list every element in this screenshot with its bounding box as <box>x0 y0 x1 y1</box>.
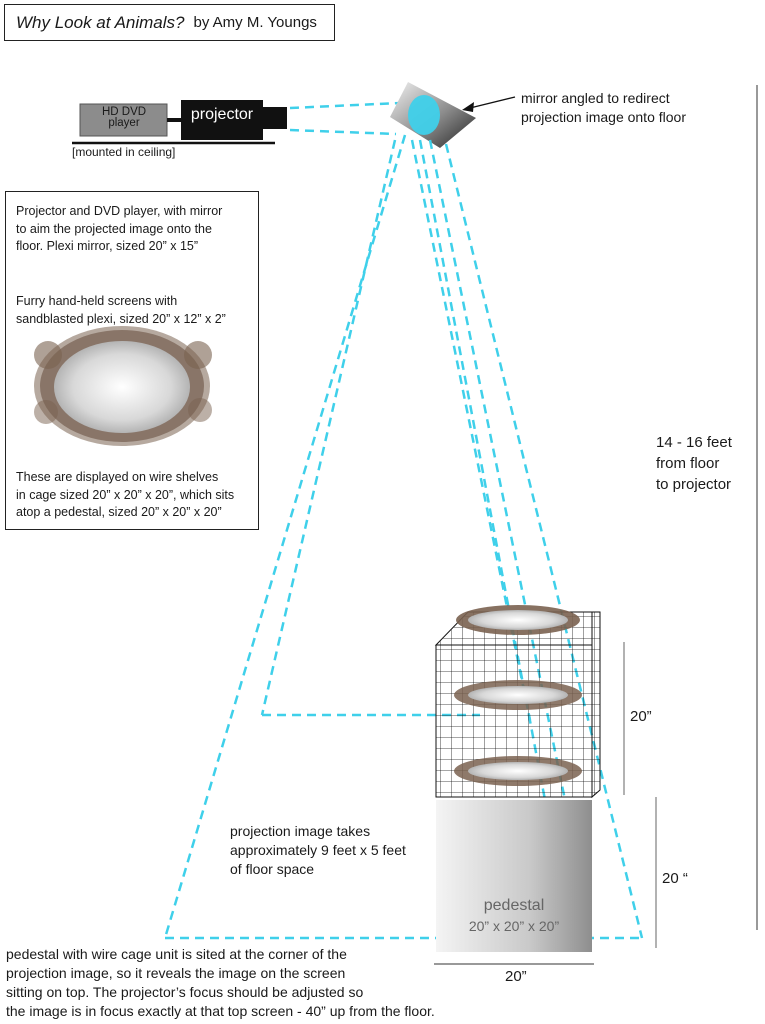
projection-spot <box>408 95 440 135</box>
dvd-label-line1: HD DVD <box>101 106 147 118</box>
floor-space-label: projection image takes approximately 9 f… <box>230 822 406 879</box>
info-box: Projector and DVD player, with mirror to… <box>5 191 259 530</box>
mounted-label: [mounted in ceiling] <box>72 145 176 159</box>
mirror-arrow-head <box>462 102 474 112</box>
mirror-label-line1: mirror angled to redirect <box>521 90 670 106</box>
info-p3-line: atop a pedestal, sized 20” x 20” x 20” <box>16 505 222 519</box>
cable <box>167 118 181 122</box>
height-label-line: to projector <box>656 476 732 493</box>
projector-body <box>181 100 263 140</box>
dvd-label: HD DVD player <box>82 106 166 129</box>
dvd-label-line2: player <box>108 117 140 129</box>
info-p2-line: sandblasted plexi, sized 20” x 12” x 2” <box>16 311 226 326</box>
mirror-label-line2: projection image onto floor <box>521 109 686 125</box>
floor-label-line: of floor space <box>230 861 315 877</box>
height-label-line: from floor <box>656 455 720 472</box>
mirror-arrow <box>469 96 516 109</box>
footer-line: pedestal with wire cage unit is sited at… <box>6 946 347 962</box>
info-paragraph-2: Furry hand-held screens with sandblasted… <box>16 293 226 328</box>
floor-label-line: projection image takes <box>230 823 371 839</box>
floor-label-line: approximately 9 feet x 5 feet <box>230 842 406 858</box>
projector-lens <box>263 107 287 129</box>
info-paragraph-1: Projector and DVD player, with mirror to… <box>16 203 222 256</box>
title: Why Look at Animals? <box>16 12 185 32</box>
cage-dimension-label: 20” <box>630 708 652 725</box>
pedestal-block <box>436 800 592 952</box>
info-p3-line: in cage sized 20” x 20” x 20”, which sit… <box>16 487 235 502</box>
info-p1-line: Projector and DVD player, with mirror <box>16 204 223 218</box>
projector-label: projector <box>190 106 254 123</box>
base-dimension-label: 20” <box>505 968 527 985</box>
info-paragraph-3: These are displayed on wire shelves in c… <box>16 469 234 522</box>
author: by Amy M. Youngs <box>193 14 317 31</box>
pedestal-name: pedestal <box>483 897 545 914</box>
footer-line: sitting on top. The projector’s focus sh… <box>6 984 364 1000</box>
info-p1-line: to aim the projected image onto the <box>16 221 212 236</box>
hd-dvd-player-box <box>79 103 168 137</box>
footer-text: pedestal with wire cage unit is sited at… <box>6 945 435 1021</box>
height-label: 14 - 16 feet from floor to projector <box>656 432 732 495</box>
info-p1-line: floor. Plexi mirror, sized 20” x 15” <box>16 239 199 253</box>
info-p3-line: These are displayed on wire shelves <box>16 470 219 484</box>
pedestal-dimension-label: 20 “ <box>662 870 688 887</box>
mirror-label: mirror angled to redirect projection ima… <box>521 89 686 127</box>
cage-screens <box>454 605 582 786</box>
pedestal-label: pedestal 20” x 20” x 20” <box>436 897 592 934</box>
info-p2-line: Furry hand-held screens with <box>16 294 178 308</box>
title-box: Why Look at Animals? by Amy M. Youngs <box>4 4 335 41</box>
pedestal-size: 20” x 20” x 20” <box>468 918 560 934</box>
furry-screen-illustration <box>34 326 212 446</box>
projector-beam <box>289 101 401 136</box>
height-label-line: 14 - 16 feet <box>656 434 732 451</box>
footer-line: projection image, so it reveals the imag… <box>6 965 346 981</box>
footer-line: the image is in focus exactly at that to… <box>6 1003 435 1019</box>
